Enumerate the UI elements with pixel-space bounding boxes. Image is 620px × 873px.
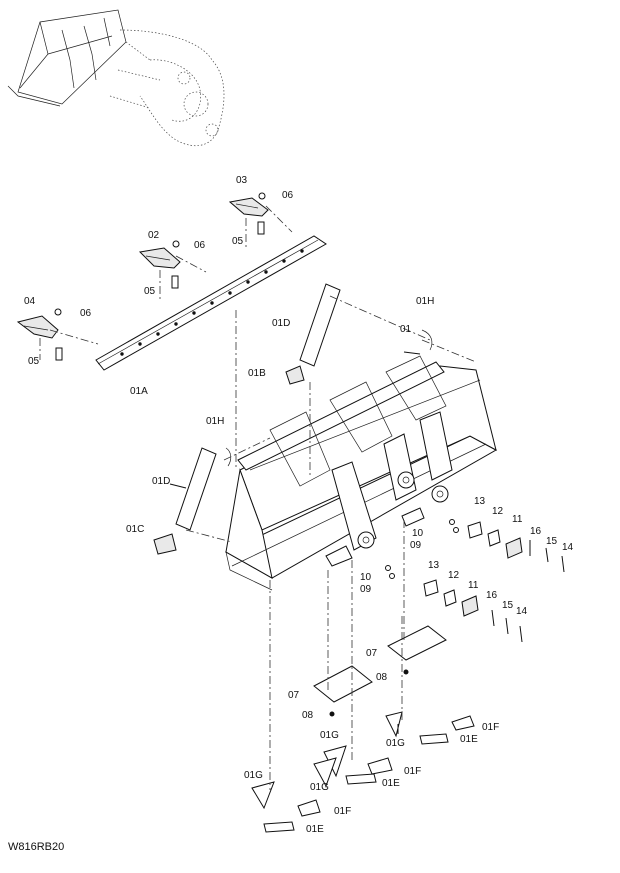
- label-14: 14: [562, 542, 574, 553]
- label-01F: 01F: [482, 722, 499, 733]
- callout-labels: 03 06 05 02 06 05 04 06 05 01A 01H 01 01…: [8, 175, 574, 853]
- label-09: 09: [410, 540, 422, 551]
- label-06: 06: [282, 190, 294, 201]
- side-hardware-lower: [385, 565, 523, 643]
- tooth-01F-c: [297, 799, 321, 817]
- label-01G: 01G: [310, 782, 329, 793]
- side-plate-01D-left: [175, 447, 217, 531]
- tooth-01E-c: [263, 821, 295, 833]
- label-11: 11: [468, 580, 479, 591]
- label-01E: 01E: [306, 824, 324, 835]
- wear-pad-07-upper: [387, 625, 447, 675]
- label-11: 11: [512, 514, 523, 525]
- label-15: 15: [546, 536, 558, 547]
- label-01B: 01B: [248, 368, 266, 379]
- label-01E: 01E: [460, 734, 478, 745]
- label-01G: 01G: [386, 738, 405, 749]
- label-07: 07: [288, 690, 300, 701]
- tooth-01F-a: [451, 715, 475, 731]
- tooth-01G-d: [251, 781, 275, 810]
- label-15: 15: [502, 600, 514, 611]
- label-16: 16: [486, 590, 498, 601]
- label-02: 02: [148, 230, 160, 241]
- label-16: 16: [530, 526, 542, 537]
- label-01F: 01F: [334, 806, 351, 817]
- side-hardware-upper: [449, 519, 565, 573]
- tooth-01F-b: [367, 757, 393, 775]
- tooth-adapter-02: [138, 240, 181, 300]
- label-13: 13: [474, 496, 486, 507]
- leader-lines: [49, 205, 477, 790]
- label-01C: 01C: [126, 524, 144, 535]
- label-01: 01: [400, 324, 412, 335]
- label-01H: 01H: [416, 296, 434, 307]
- label-09: 09: [360, 584, 372, 595]
- wear-pad-07-lower: [313, 665, 373, 717]
- label-01E: 01E: [382, 778, 400, 789]
- drawing-code: W816RB20: [8, 841, 64, 853]
- bucket-body-01: [224, 329, 498, 591]
- label-01A: 01A: [130, 386, 148, 397]
- label-01G: 01G: [244, 770, 263, 781]
- corner-block-01B: [285, 365, 305, 385]
- label-05: 05: [144, 286, 156, 297]
- label-01F: 01F: [404, 766, 421, 777]
- label-01H: 01H: [206, 416, 224, 427]
- label-07: 07: [366, 648, 378, 659]
- side-plate-01D-top: [299, 283, 341, 367]
- label-08: 08: [302, 710, 314, 721]
- label-05: 05: [232, 236, 244, 247]
- label-13: 13: [428, 560, 440, 571]
- tooth-adapter-04: [16, 308, 63, 361]
- tooth-01E-a: [419, 733, 449, 745]
- label-10: 10: [360, 572, 372, 583]
- label-01G: 01G: [320, 730, 339, 741]
- label-06: 06: [80, 308, 92, 319]
- tooth-01E-b: [345, 773, 377, 785]
- label-06: 06: [194, 240, 206, 251]
- cutting-edge-01A: [95, 235, 327, 371]
- corner-block-01C: [153, 533, 177, 555]
- label-03: 03: [236, 175, 248, 186]
- label-08: 08: [376, 672, 388, 683]
- label-05: 05: [28, 356, 40, 367]
- tooth-01G-c: [313, 757, 337, 788]
- overview-thumbnail: [7, 9, 225, 146]
- label-10: 10: [412, 528, 424, 539]
- label-14: 14: [516, 606, 528, 617]
- label-04: 04: [24, 296, 36, 307]
- label-12: 12: [492, 506, 504, 517]
- label-12: 12: [448, 570, 460, 581]
- label-01D: 01D: [152, 476, 170, 487]
- label-01D: 01D: [272, 318, 290, 329]
- tooth-01G-a: [385, 711, 403, 738]
- tooth-adapter-03: [228, 192, 269, 250]
